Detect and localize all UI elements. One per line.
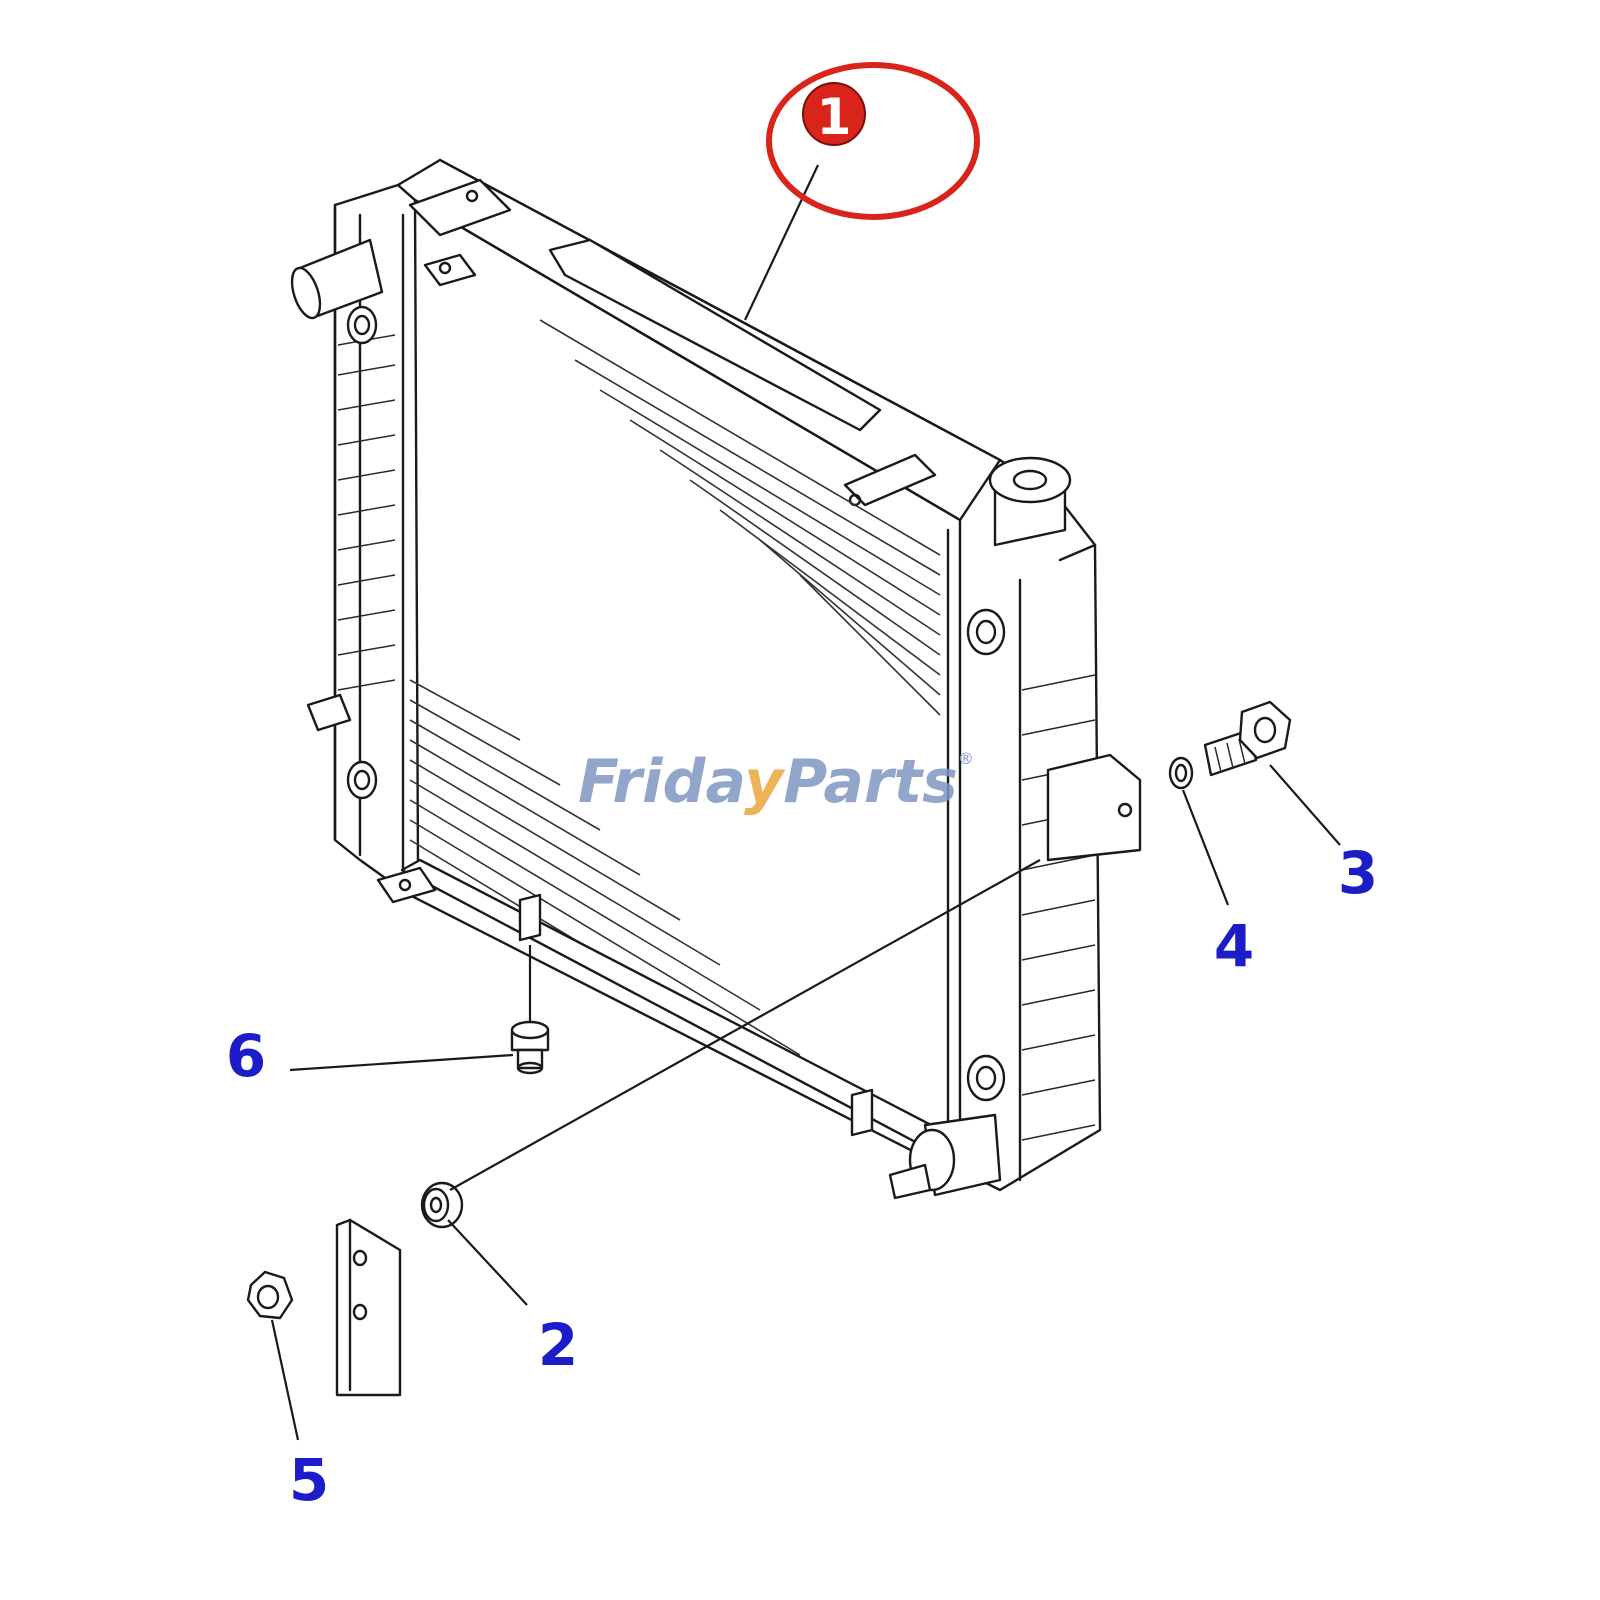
upper-inlet-pipe (290, 238, 384, 320)
part-1-badge (802, 82, 866, 146)
callout-labels: 2 3 4 5 6 (226, 839, 1378, 1514)
part-2-bushing (420, 1181, 464, 1229)
callout-5: 5 (289, 1446, 329, 1514)
highlight-ring (766, 62, 980, 220)
right-tank (958, 456, 1142, 1192)
lower-outlet-pipe (888, 1113, 1002, 1200)
callout-3: 3 (1338, 839, 1378, 907)
watermark-registered-mark: ® (958, 749, 974, 768)
part-4-washer (1168, 756, 1194, 790)
part-6-cushion (510, 1020, 550, 1075)
bottom-tank (376, 858, 962, 1167)
part-1-number: 1 (817, 88, 852, 146)
left-tank (306, 183, 420, 892)
watermark-logo: FridayParts® (578, 747, 974, 817)
leader-lines (270, 164, 1341, 1441)
svg-text:FridayParts®: FridayParts® (578, 747, 974, 817)
callout-6: 6 (226, 1022, 266, 1090)
top-tank (396, 158, 1002, 522)
part-5-nut (246, 1270, 294, 1320)
watermark-text-1: Frida (578, 747, 744, 817)
callout-4: 4 (1214, 912, 1254, 980)
mounting-plate (335, 1218, 402, 1397)
watermark-text-3: Parts (783, 747, 958, 817)
part-3-bolt (1203, 700, 1292, 777)
callout-2: 2 (538, 1311, 578, 1379)
watermark-text-2: y (744, 747, 786, 817)
radiator-assembly (290, 158, 1142, 1200)
part-1-highlight: 1 (766, 62, 980, 220)
